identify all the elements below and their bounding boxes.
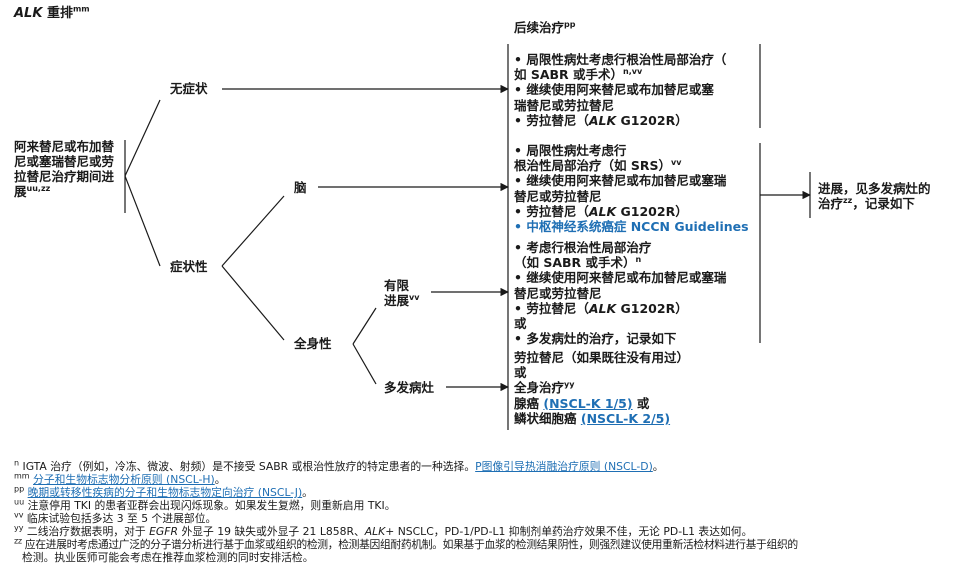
footnote-yy: yy 二线治疗数据表明，对于 EGFR 外显子 19 缺失或外显子 21 L85… [14, 523, 753, 538]
footnote-vv: vv 临床试验包括多达 3 至 5 个进展部位。 [14, 510, 217, 525]
link-nscl-h[interactable]: 分子和生物标志物分析原则 (NSCL-H) [33, 473, 215, 486]
branch-line-asymptomatic [124, 99, 161, 177]
branch-line-brain [221, 195, 285, 267]
node-limited-progression: 有限 进展vv [384, 278, 420, 308]
link-nscl-k-1-5[interactable]: (NSCL-K 1/5) [543, 395, 633, 411]
box-limited-options: • 考虑行根治性局部治疗 （如 SABR 或手术）n • 继续使用阿来替尼或布加… [514, 240, 727, 347]
footnotes: n IGTA 治疗（例如，冷冻、微波、射频）是不接受 SABR 或根治性放疗的特… [14, 458, 798, 564]
footnote-uu: uu 注意停用 TKI 的患者亚群会出现闪烁现象。如果发生复燃，则重新启用 TK… [14, 497, 396, 512]
footnote-zz-cont: 检测。执业医师可能会考虑在推荐血浆检测的同时安排活检。 [22, 551, 314, 564]
node-asymptomatic: 无症状 [170, 81, 208, 96]
box-brain-options: • 局限性病灶考虑行 根治性局部治疗（如 SRS）vv • 继续使用阿来替尼或布… [514, 143, 749, 235]
link-nccn-cns-guidelines[interactable]: • 中枢神经系统癌症 NCCN Guidelines [514, 219, 749, 235]
start-node: 阿来替尼或布加替 尼或塞瑞替尼或劳 拉替尼治疗期间进 展uu,zz [14, 139, 115, 199]
branch-line-systemic [221, 265, 285, 341]
figure-header-title: ALK 重排mm [14, 4, 90, 21]
branch-line-limited [352, 307, 377, 345]
footnote-zz: zz 应在进展时考虑通过广泛的分子谱分析进行基于血浆或组织的检测，检测基因组耐药… [14, 536, 798, 551]
node-final-progression: 进展，见多发病灶的 治疗zz，记录如下 [818, 181, 931, 211]
footnote-pp: pp 晚期或转移性疾病的分子和生物标志物定向治疗 (NSCL-J)。 [14, 484, 313, 499]
box-multiple-options: 劳拉替尼（如果既往没有用过） 或 全身治疗yy 腺癌 (NSCL-K 1/5) … [514, 350, 690, 426]
node-systemic: 全身性 [294, 336, 332, 351]
link-nscl-k-2-5[interactable]: (NSCL-K 2/5) [580, 410, 671, 426]
subsequent-therapy-heading: 后续治疗pp [514, 19, 576, 35]
footnote-n: n IGTA 治疗（例如，冷冻、微波、射频）是不接受 SABR 或根治性放疗的特… [14, 458, 664, 473]
footnote-mm: mm 分子和生物标志物分析原则 (NSCL-H)。 [14, 471, 226, 486]
node-multiple-lesions: 多发病灶 [384, 380, 435, 395]
box-asymptomatic-options: • 局限性病灶考虑行根治性局部治疗（ 如 SABR 或手术）n,vv • 继续使… [514, 52, 727, 128]
link-nscl-d[interactable]: P图像引导热消融治疗原则 (NSCL-D) [475, 460, 653, 473]
node-brain: 脑 [294, 180, 307, 195]
node-symptomatic: 症状性 [170, 259, 208, 274]
branch-line-multiple [352, 343, 377, 385]
branch-line-symptomatic [124, 175, 161, 267]
link-nscl-j[interactable]: 晚期或转移性疾病的分子和生物标志物定向治疗 (NSCL-J) [27, 486, 303, 499]
